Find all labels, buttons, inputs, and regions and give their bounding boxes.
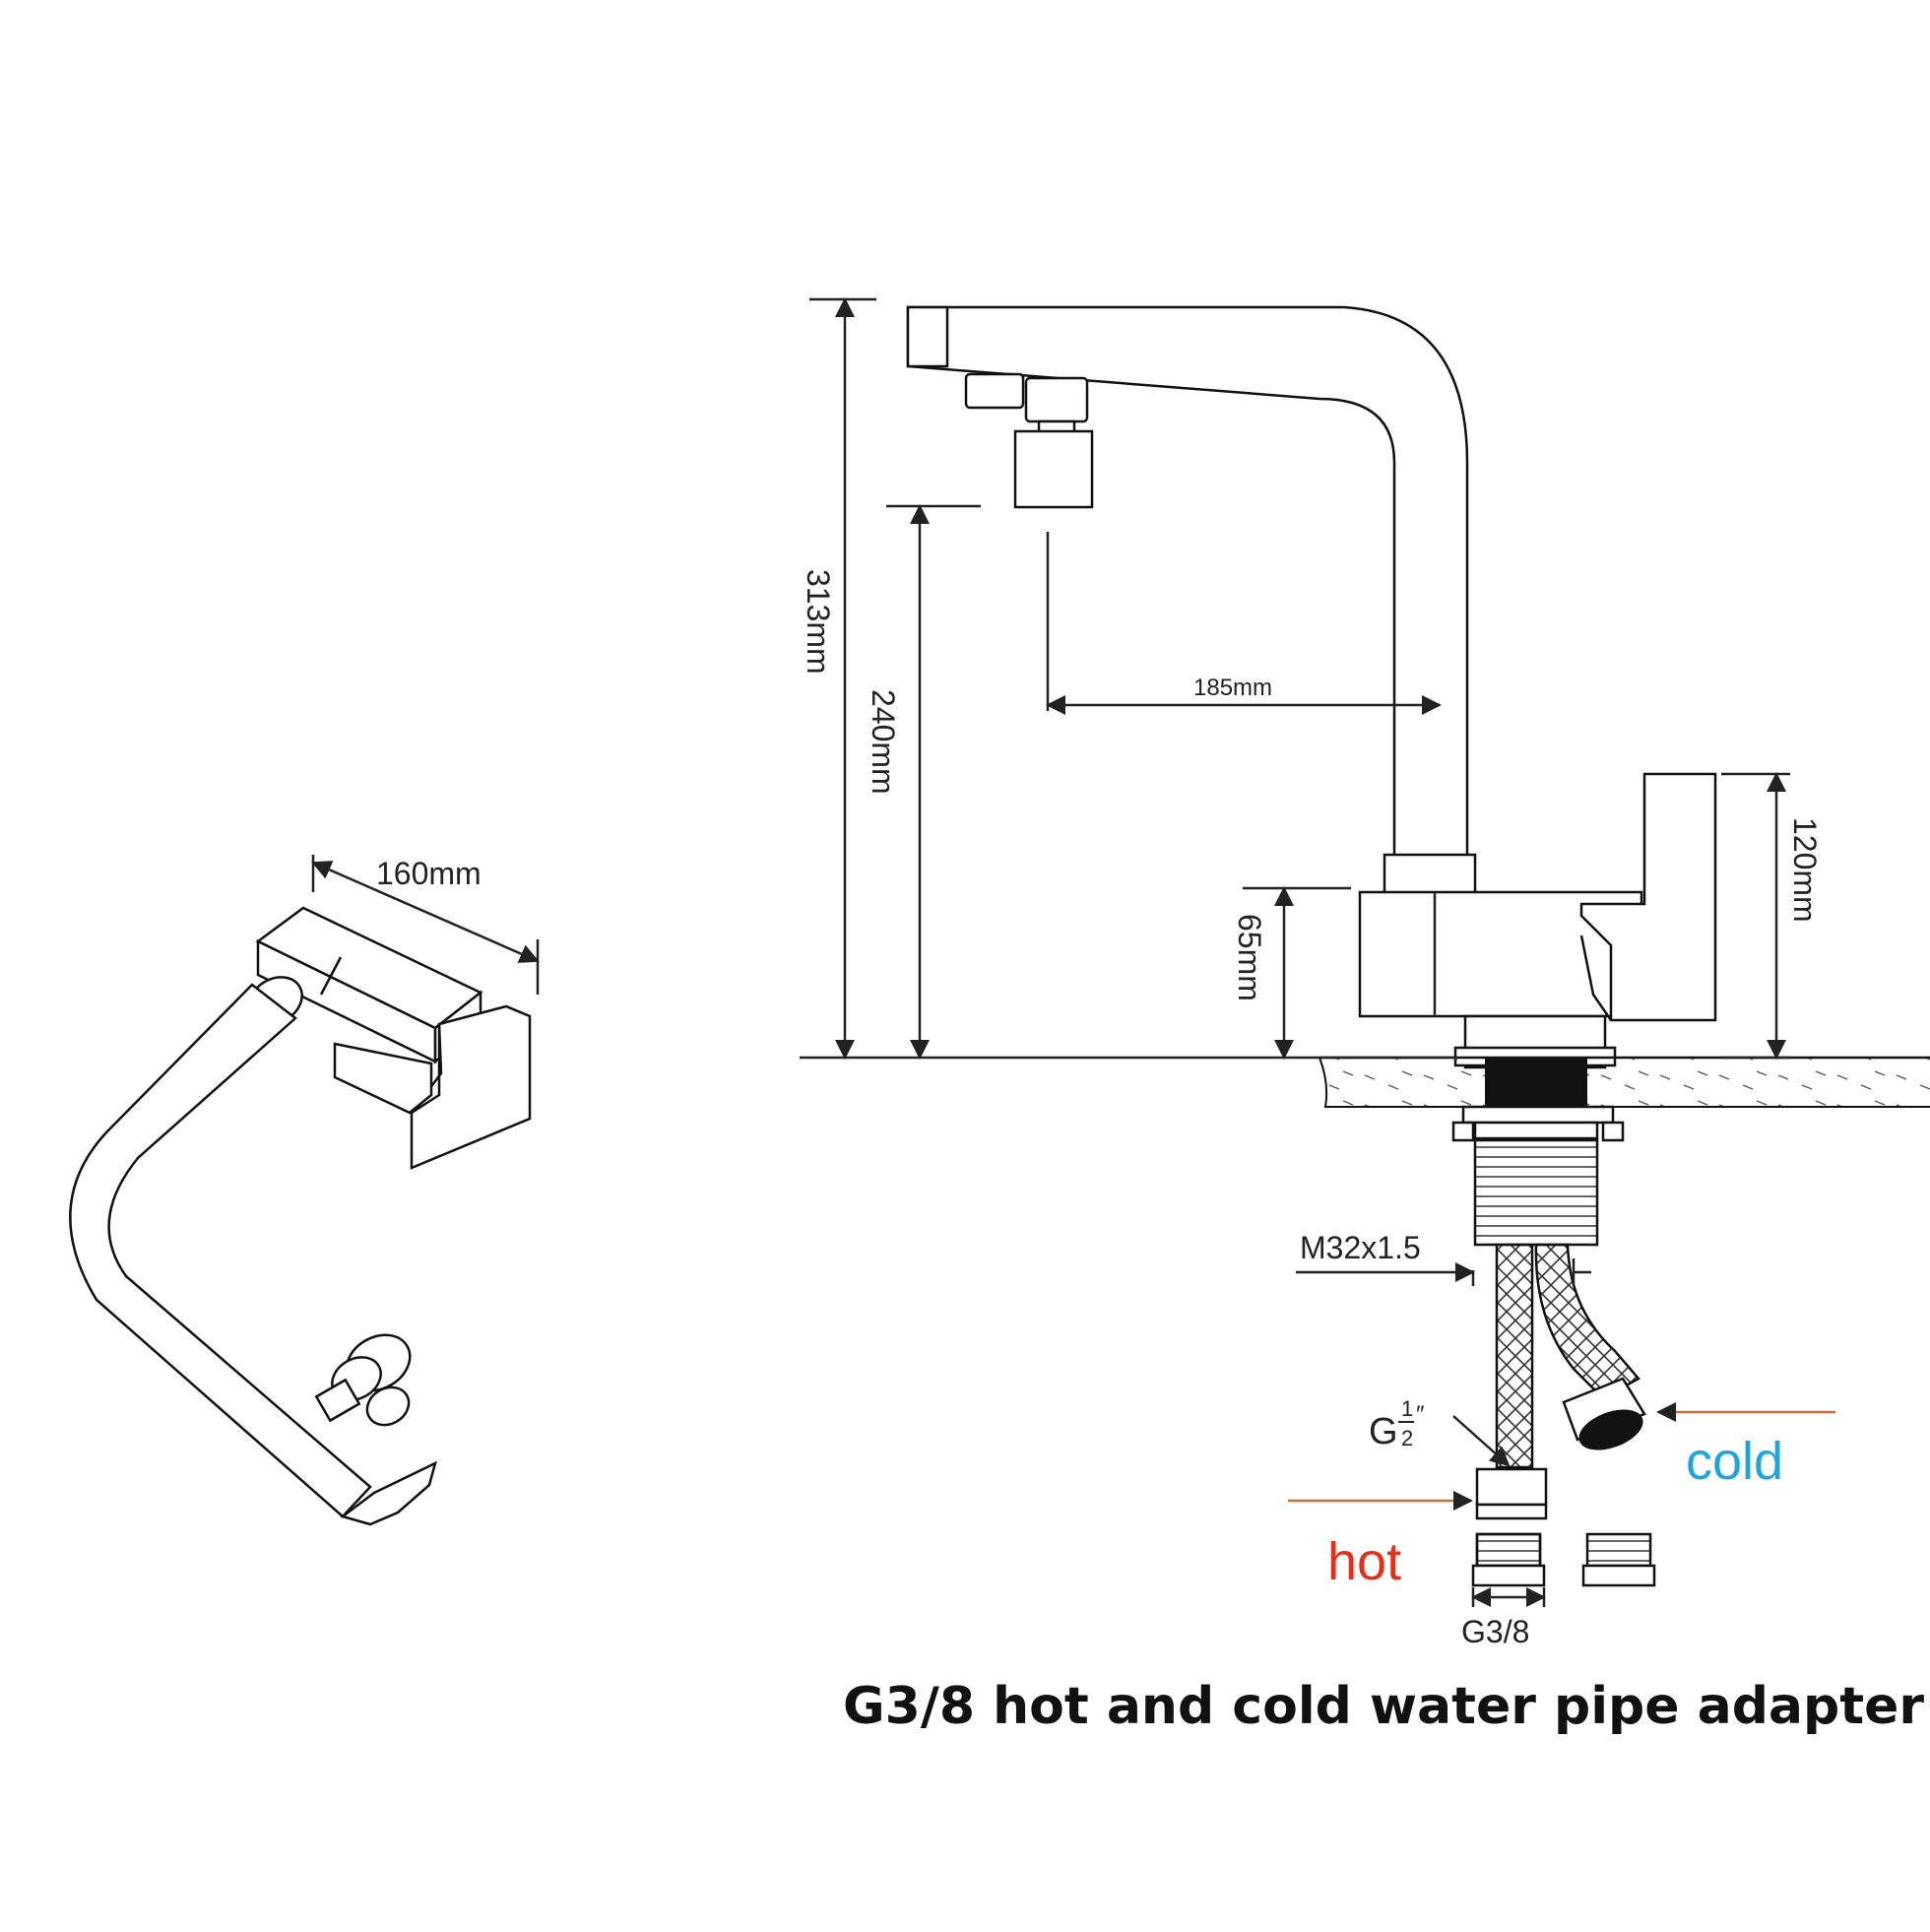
dim-spout-height: 240mm	[866, 689, 901, 795]
faucet-side-view	[906, 305, 1717, 1069]
cold-label: cold	[1686, 1432, 1783, 1491]
countertop	[1318, 1056, 1930, 1108]
supply-hoses	[1475, 1243, 1646, 1520]
hot-hose-fitting	[1475, 1467, 1548, 1507]
handle-lever	[1579, 772, 1717, 1022]
dim-reach: 185mm	[1193, 675, 1272, 701]
dim-thread: M32x1.5	[1300, 1230, 1421, 1265]
caption: G3/8 hot and cold water pipe adapter	[843, 1677, 1924, 1736]
aerator-nozzle	[1013, 429, 1094, 509]
svg-text:2: 2	[1401, 1426, 1413, 1450]
spout-collar	[1383, 853, 1477, 896]
aerator-cap	[964, 372, 1025, 410]
top-view-spout	[69, 983, 372, 1518]
dim-handle-height: 120mm	[1787, 817, 1823, 923]
cold-hose-end	[1562, 1377, 1646, 1442]
faucet-top-view	[69, 855, 540, 1526]
dim-adapter-thread: G3/8	[1461, 1614, 1529, 1649]
mounting-shank	[1451, 1105, 1625, 1247]
hot-label: hot	[1327, 1532, 1401, 1591]
dimension-lines	[800, 297, 1790, 1607]
dim-total-height: 313mm	[801, 569, 836, 675]
aerator-collar	[1024, 376, 1089, 423]
spout	[906, 305, 1469, 859]
adapters	[1471, 1532, 1656, 1587]
svg-text:″: ″	[1416, 1401, 1425, 1428]
dim-top-view-width: 160mm	[376, 856, 482, 891]
dim-body-height: 65mm	[1232, 914, 1267, 1001]
dim-hose-fitting: G 1 2 ″	[1369, 1396, 1425, 1452]
svg-text:1: 1	[1401, 1396, 1413, 1421]
svg-text:G: G	[1369, 1411, 1398, 1452]
